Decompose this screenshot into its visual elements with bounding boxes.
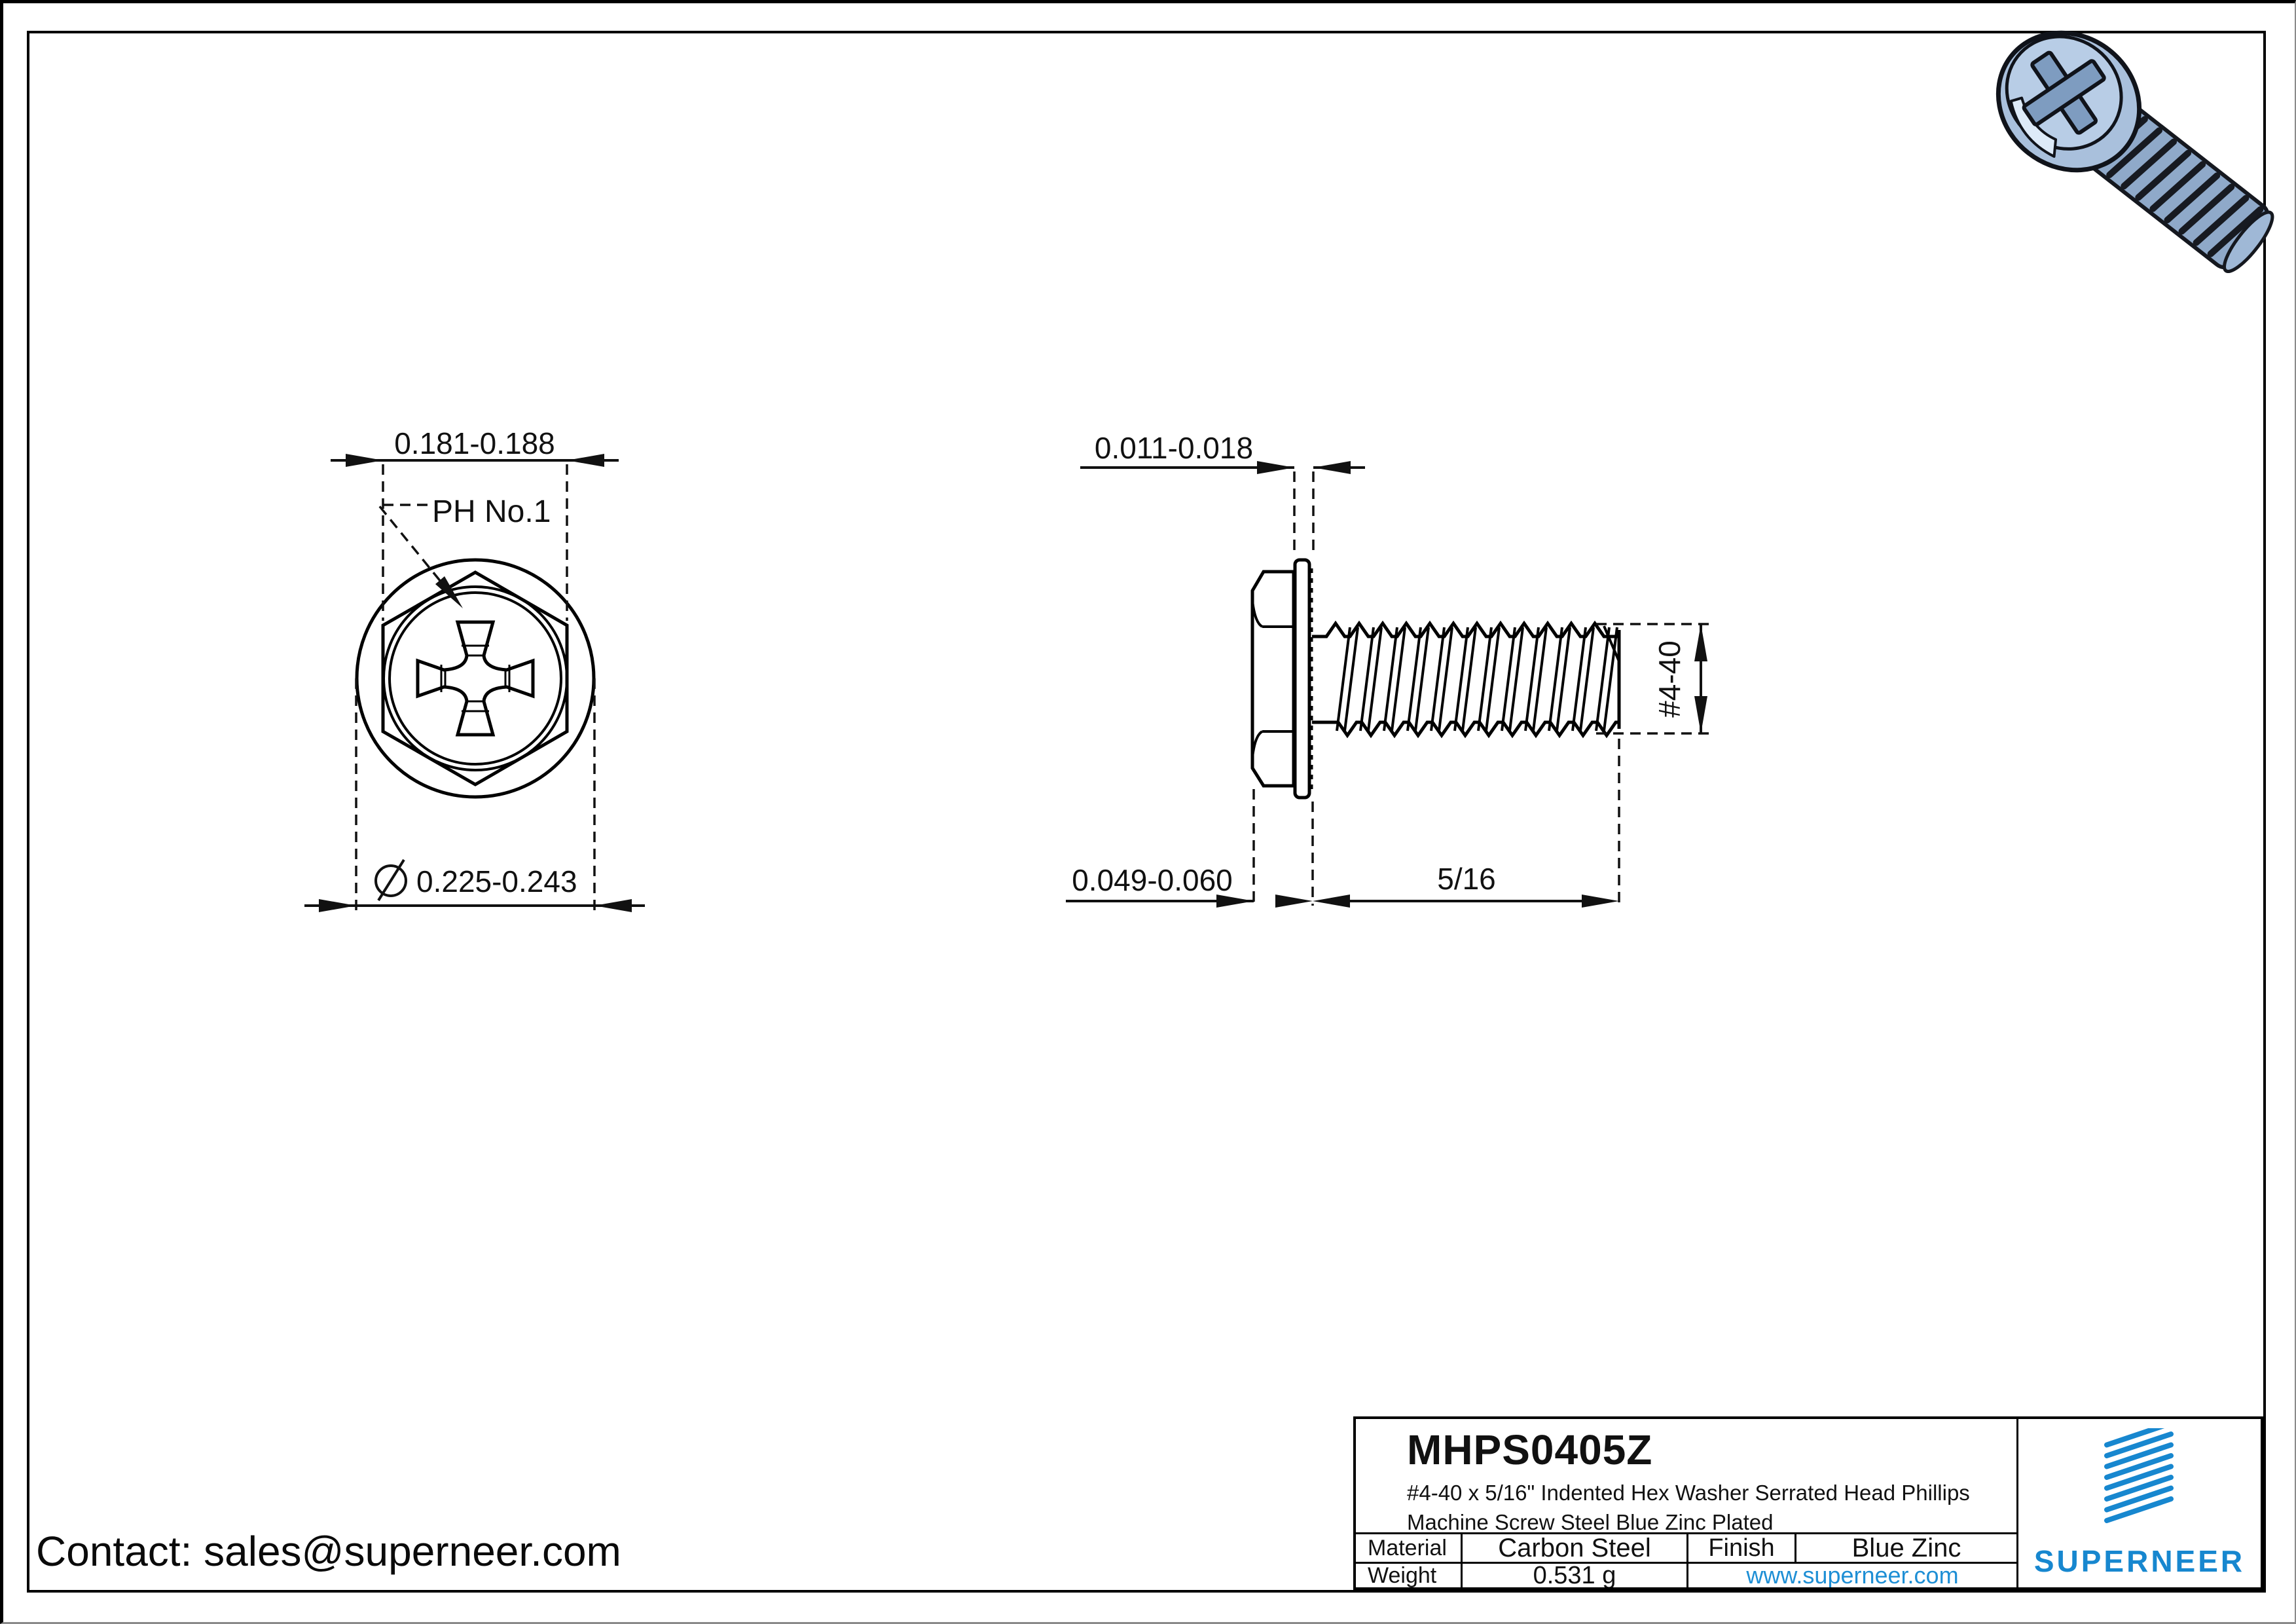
head-circle-inner (388, 591, 562, 766)
front-width-dim-text: 0.181-0.188 (394, 426, 555, 460)
website-link[interactable]: www.superneer.com (1688, 1564, 2016, 1587)
leader-arrow-icon (435, 576, 463, 608)
length-dimensions: 0.049-0.060 5/16 (1066, 739, 1620, 908)
washer-thickness-dim-text: 0.011-0.018 (1095, 431, 1253, 465)
thread-length-dim-text: 5/16 (1437, 862, 1496, 896)
front-view (355, 558, 596, 799)
drawing-frame (27, 31, 2266, 1593)
washer-thickness-dimension: 0.011-0.018 (1080, 431, 1365, 557)
brand-stripes-icon (2104, 1428, 2174, 1523)
thread-size-dim-text: #4-40 (1652, 640, 1686, 718)
brand-name: SUPERNEER (2033, 1543, 2246, 1578)
phillips-recess (416, 620, 535, 737)
washer-outline (355, 558, 596, 799)
thread-profile (1312, 620, 1619, 739)
front-diameter-dim-text: 0.225-0.243 (416, 864, 577, 898)
weight-label: Weight (1356, 1564, 1461, 1587)
phillips-recess-detail (440, 644, 511, 712)
front-diameter-dimension: 0.225-0.243 (304, 678, 645, 912)
front-width-dimension: 0.181-0.188 (331, 426, 619, 621)
thread-size-dimension: #4-40 (1596, 623, 1712, 735)
material-value: Carbon Steel (1463, 1534, 1686, 1562)
side-view (1250, 558, 1621, 800)
diameter-icon (374, 858, 407, 902)
contact-line: Contact: sales@superneer.com (36, 1528, 621, 1575)
finish-label: Finish (1688, 1534, 1795, 1562)
finish-value: Blue Zinc (1796, 1534, 2016, 1562)
part-description: #4-40 x 5/16" Indented Hex Washer Serrat… (1407, 1481, 1970, 1532)
hex-head-profile (1250, 570, 1296, 788)
hex-outline (381, 570, 569, 786)
recess-label: PH No.1 (432, 494, 551, 529)
head-circle-outer (382, 585, 568, 771)
weight-value: 0.531 g (1463, 1564, 1686, 1587)
material-label: Material (1356, 1534, 1461, 1562)
title-block: MHPS0405Z #4-40 x 5/16" Indented Hex Was… (1353, 1416, 2263, 1590)
part-number: MHPS0405Z (1407, 1426, 1653, 1473)
washer-flange (1293, 558, 1311, 800)
recess-leader: PH No.1 (376, 494, 551, 608)
brand-logo: SUPERNEER (2018, 1419, 2261, 1587)
title-block-description-cell: MHPS0405Z #4-40 x 5/16" Indented Hex Was… (1356, 1419, 2016, 1532)
head-height-dim-text: 0.049-0.060 (1072, 863, 1233, 897)
screw-3d-render (1995, 30, 2274, 273)
